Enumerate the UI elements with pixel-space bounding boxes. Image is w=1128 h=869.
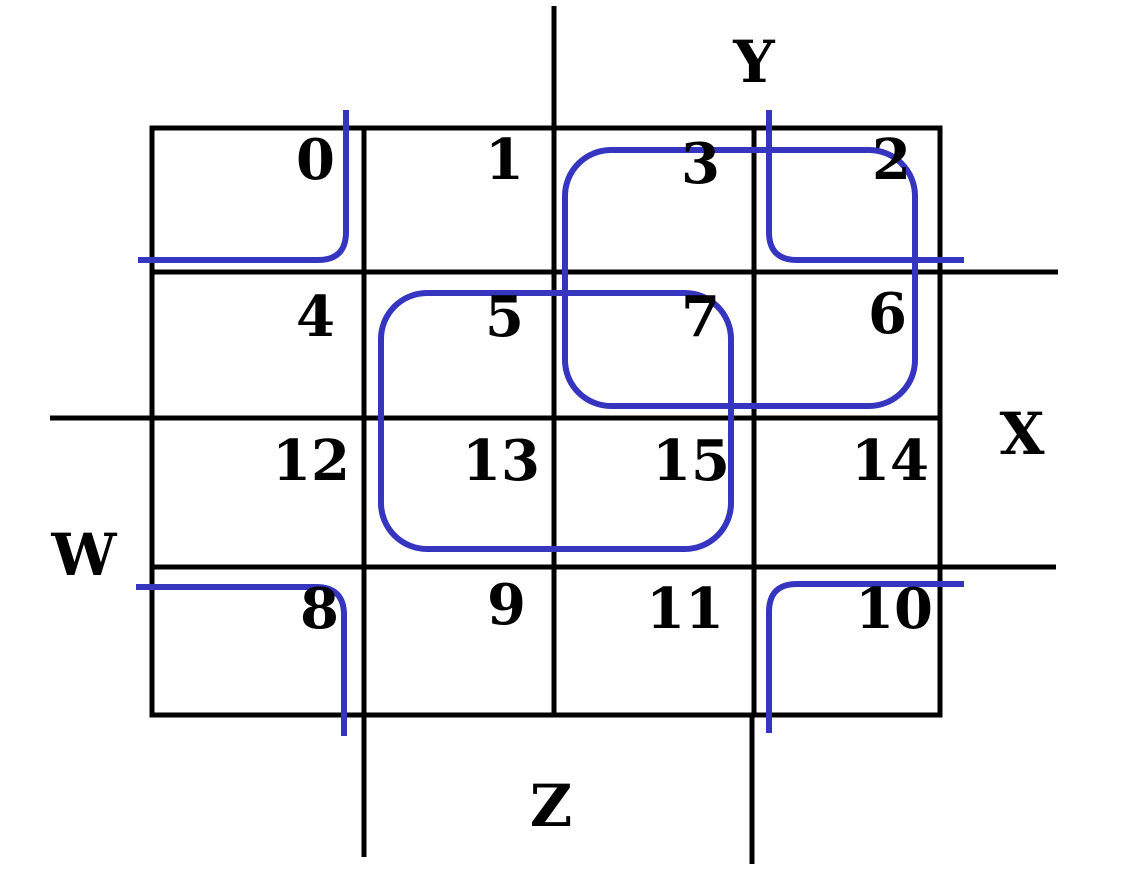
group-loop-top-right bbox=[562, 147, 918, 409]
cell-number: 4 bbox=[296, 284, 335, 350]
map-border bbox=[149, 125, 943, 718]
cell-number: 7 bbox=[681, 284, 720, 350]
group-loop-corner-bottom-left bbox=[136, 584, 347, 736]
cell-number: 1 bbox=[485, 127, 524, 193]
cell-number: 13 bbox=[462, 428, 540, 494]
cell-number: 3 bbox=[681, 131, 720, 197]
cell-number: 8 bbox=[300, 576, 339, 642]
variable-label-y: Y bbox=[732, 28, 775, 96]
cell-number: 12 bbox=[272, 428, 350, 494]
group-loop-center bbox=[378, 290, 734, 552]
group-loop-corner-top-left bbox=[138, 110, 349, 263]
variable-label-z: Z bbox=[530, 772, 572, 840]
group-loop-corner-top-right bbox=[766, 110, 964, 263]
cell-number: 10 bbox=[855, 576, 933, 642]
cell-number: 0 bbox=[296, 127, 335, 193]
cell-number: 2 bbox=[872, 127, 911, 193]
cell-number: 6 bbox=[868, 281, 907, 347]
cell-number: 5 bbox=[485, 284, 524, 350]
cell-number: 11 bbox=[646, 576, 724, 642]
group-loop-corner-bottom-right bbox=[766, 581, 964, 733]
cell-number: 15 bbox=[652, 428, 730, 494]
cell-number: 14 bbox=[851, 428, 929, 494]
variable-label-x: X bbox=[999, 400, 1044, 468]
variable-label-w: W bbox=[50, 521, 117, 589]
cell-number: 9 bbox=[487, 572, 526, 638]
